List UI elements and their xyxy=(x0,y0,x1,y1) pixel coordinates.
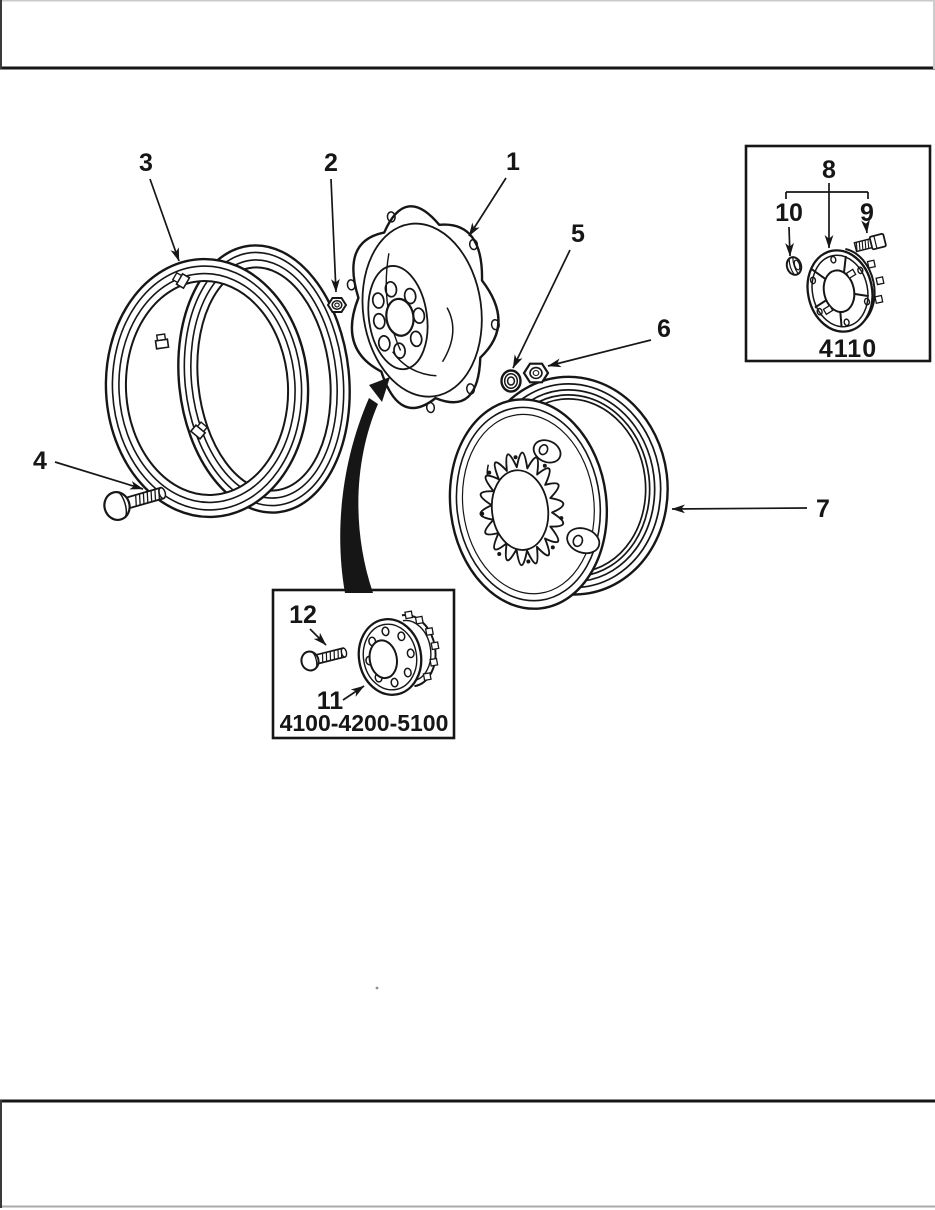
header-rule xyxy=(0,66,935,70)
upper-boss xyxy=(532,439,562,464)
washer-5-drawing xyxy=(500,369,522,393)
rim-clip xyxy=(189,421,209,441)
rim-clip xyxy=(154,333,170,350)
callout-12-label: 12 xyxy=(289,601,317,629)
callout-6-label: 6 xyxy=(657,315,671,343)
wheel-disc-drawing xyxy=(346,205,500,414)
hub-11-drawing xyxy=(357,610,440,696)
callout-2-label: 2 xyxy=(324,149,338,177)
left-edge-bottom xyxy=(0,1100,2,1208)
wheel-rim-drawing xyxy=(448,375,669,610)
inset-box-4110: 8 10 9 xyxy=(744,144,932,363)
callout-7-label: 7 xyxy=(816,495,830,523)
callout-5-label: 5 xyxy=(571,220,585,248)
callout-4-arrow xyxy=(54,461,144,490)
rim-outer-drawing xyxy=(177,244,351,514)
bolt-9-drawing xyxy=(853,232,887,253)
callout-6-arrow xyxy=(547,339,652,368)
scan-speck xyxy=(375,986,379,990)
inset-caption-4100: 4100-4200-5100 xyxy=(280,710,449,736)
center-gear-hole xyxy=(479,451,565,567)
callout-3-arrow xyxy=(149,178,180,262)
top-edge-line xyxy=(0,0,935,2)
bottom-edge-line xyxy=(0,1205,935,1208)
callout-8-label: 8 xyxy=(822,156,836,184)
footer-rule xyxy=(0,1099,935,1103)
callout-11-label: 11 xyxy=(317,687,344,715)
inset-border xyxy=(744,144,932,363)
bolt-4-drawing xyxy=(103,486,167,521)
callout-10-label: 10 xyxy=(775,199,803,227)
inset-box-4100: 12 xyxy=(271,588,456,740)
right-edge-top xyxy=(933,0,935,69)
assembly-direction-arrow xyxy=(340,377,390,593)
washer-10-drawing xyxy=(785,256,803,276)
callout-3-label: 3 xyxy=(139,149,153,177)
callout-1-label: 1 xyxy=(506,148,520,176)
callout-5-arrow xyxy=(512,249,571,369)
lower-boss xyxy=(566,527,601,555)
main-callouts: 1 2 3 4 5 6 7 xyxy=(33,148,830,523)
rim-clip xyxy=(171,271,191,290)
callout-9-arrow xyxy=(861,219,870,234)
callout-bracket xyxy=(785,191,869,199)
callout-9-label: 9 xyxy=(860,199,874,227)
inset-caption-4110: 4110 xyxy=(819,335,877,363)
callout-7-arrow xyxy=(671,504,808,514)
bolt-12-drawing xyxy=(300,647,348,672)
callout-4-label: 4 xyxy=(33,447,47,475)
callout-1-arrow xyxy=(468,177,507,237)
callout-12-arrow xyxy=(309,628,327,646)
hub-4110-drawing xyxy=(806,247,885,333)
rim-retaining-ring-drawing xyxy=(104,257,310,519)
callout-10-arrow xyxy=(785,226,794,257)
callout-2-arrow xyxy=(330,178,340,293)
left-edge-top xyxy=(0,0,2,69)
nut-2-drawing xyxy=(326,297,348,313)
nut-6-drawing xyxy=(522,362,550,384)
callout-11-arrow xyxy=(342,685,365,701)
